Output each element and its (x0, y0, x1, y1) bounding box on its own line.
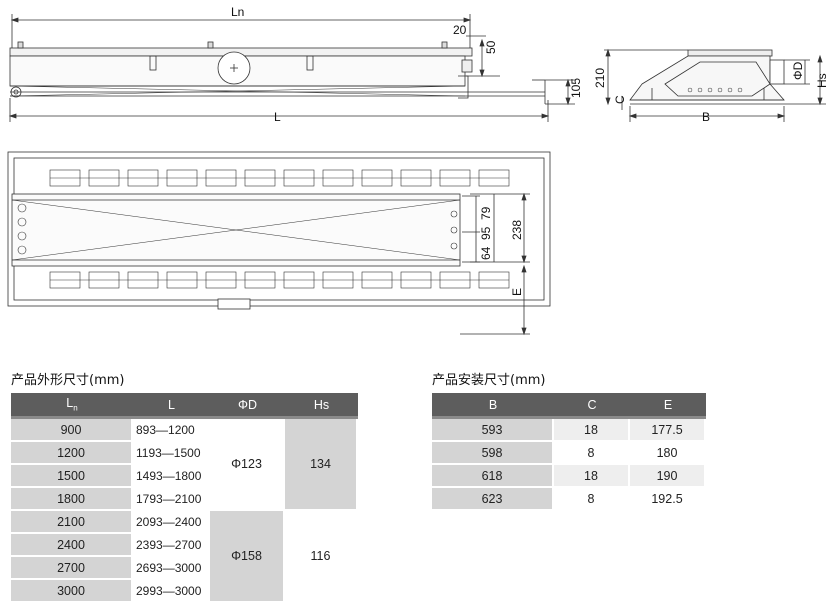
cell-e: 180 (630, 442, 706, 465)
cell-b: 623 (432, 488, 554, 511)
dim-210-label: 210 (593, 68, 607, 88)
dim-50-label: 50 (484, 40, 498, 54)
table-row: 1500 1493—1800 (11, 465, 358, 488)
cell-hs: 116 (285, 511, 358, 603)
cell-l: 893—1200 (133, 419, 210, 442)
table-row: 2100 2093—2400 Φ158 116 (11, 511, 358, 603)
dims-table-title: 产品外形尺寸(mm) (11, 373, 125, 388)
header-hs: Hs (285, 393, 358, 419)
install-table-header: B C E (432, 393, 706, 419)
cell-c: 18 (554, 465, 630, 488)
table-row: 618 18 190 (432, 465, 706, 488)
dims-table-header: Ln L ΦD Hs (11, 393, 358, 419)
dim-20-label: 20 (453, 23, 467, 37)
table-row: 593 18 177.5 (432, 419, 706, 442)
cell-c: 18 (554, 419, 630, 442)
header-phid: ΦD (210, 393, 285, 419)
cell-l: 2093—2400 (133, 511, 210, 534)
end-view (604, 48, 826, 122)
dim-95-label: 95 (479, 226, 493, 240)
cell-hs: 134 (285, 419, 358, 511)
table-row: 598 8 180 (432, 442, 706, 465)
install-table: B C E 593 18 177.5 598 8 180 618 18 190 … (432, 393, 706, 511)
install-table-title: 产品安装尺寸(mm) (432, 373, 546, 388)
dim-e-label: E (510, 288, 524, 296)
cell-b: 598 (432, 442, 554, 465)
dim-l-label: L (274, 110, 281, 124)
dim-hs-label: Hs (815, 73, 829, 88)
cell-ln: 1200 (11, 442, 133, 465)
cell-c: 8 (554, 442, 630, 465)
cell-e: 177.5 (630, 419, 706, 442)
dim-79-label: 79 (479, 206, 493, 220)
table-row: 1800 1793—2100 (11, 488, 358, 511)
cell-b: 593 (432, 419, 554, 442)
header-c: C (554, 393, 630, 419)
cell-phid: Φ158 (210, 511, 285, 603)
header-ln: Ln (11, 393, 133, 419)
dims-table: Ln L ΦD Hs 900 893—1200 Φ123 134 1200 11… (11, 393, 358, 603)
cell-b: 618 (432, 465, 554, 488)
table-row: 3000 2993—3000 (11, 580, 358, 603)
cell-ln: 2400 (11, 534, 133, 557)
cell-e: 190 (630, 465, 706, 488)
cell-l: 2993—3000 (133, 580, 210, 603)
dim-phid-label: ΦD (791, 61, 805, 80)
table-row: 2400 2393—2700 (11, 534, 358, 557)
dim-64-label: 64 (479, 246, 493, 260)
header-e: E (630, 393, 706, 419)
cell-phid: Φ123 (210, 419, 285, 511)
header-b: B (432, 393, 554, 419)
dim-ln-label: Ln (231, 5, 244, 19)
cell-ln: 2100 (11, 511, 133, 534)
cell-ln: 2700 (11, 557, 133, 580)
cell-ln: 3000 (11, 580, 133, 603)
cell-c: 8 (554, 488, 630, 511)
table-row: 1200 1193—1500 (11, 442, 358, 465)
technical-drawing: Ln 20 50 105 L (7, 5, 829, 336)
top-view (7, 151, 551, 336)
table-row: 2700 2693—3000 (11, 557, 358, 580)
table-row: 900 893—1200 Φ123 134 (11, 419, 358, 511)
cell-l: 1493—1800 (133, 465, 210, 488)
dim-105-label: 105 (569, 78, 583, 98)
side-view (8, 14, 575, 122)
dim-238-label: 238 (510, 220, 524, 240)
cell-ln: 1500 (11, 465, 133, 488)
cell-l: 2693—3000 (133, 557, 210, 580)
cell-ln: 900 (11, 419, 133, 442)
cell-l: 2393—2700 (133, 534, 210, 557)
cell-e: 192.5 (630, 488, 706, 511)
cell-l: 1193—1500 (133, 442, 210, 465)
dim-c-label: C (613, 95, 627, 104)
cell-ln: 1800 (11, 488, 133, 511)
header-l: L (133, 393, 210, 419)
cell-l: 1793—2100 (133, 488, 210, 511)
table-row: 623 8 192.5 (432, 488, 706, 511)
dim-b-label: B (702, 110, 710, 124)
